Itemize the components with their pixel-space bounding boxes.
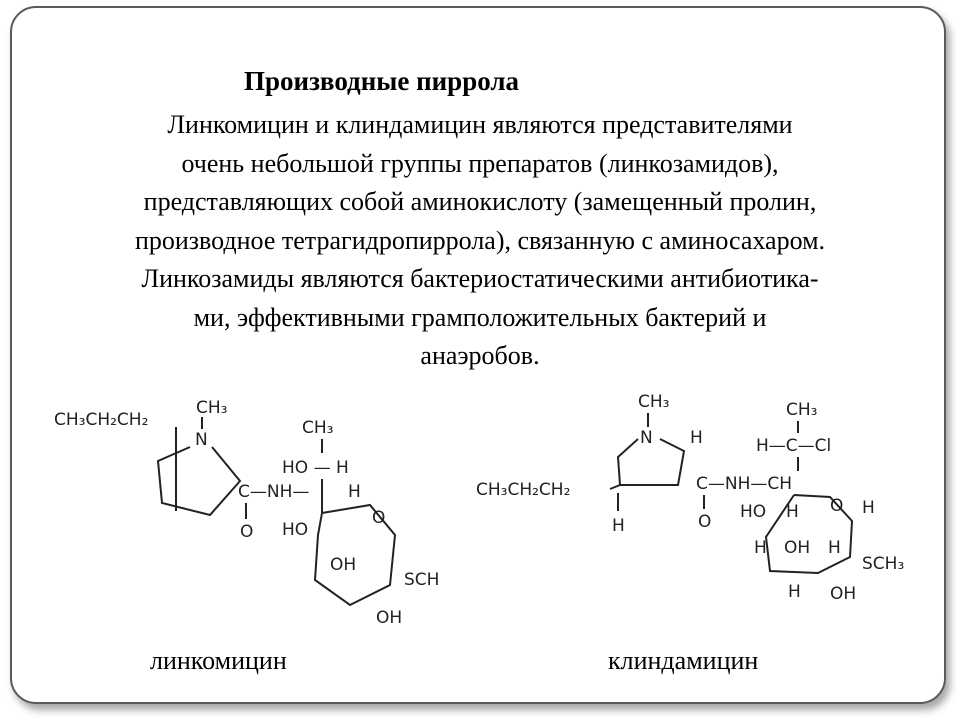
clindamycin-amide-label: C—NH—CH xyxy=(696,474,792,494)
clindamycin-o-carbonyl-label: O xyxy=(698,512,711,532)
lincomycin-propyl-label: CH₃CH₂CH₂ xyxy=(54,410,148,430)
lincomycin-diagram: CH₃CH₂CH₂ CH₃ N CH₃ HO — H C—NH— H O HO … xyxy=(54,398,439,628)
body-line: представляющих собой аминокислоту (замещ… xyxy=(143,187,817,216)
clindamycin-h-c-cl-label: H—C—Cl xyxy=(756,436,831,456)
body-line: Линкомицин и клиндамицин являются предст… xyxy=(167,110,793,139)
clindamycin-h-top-label: H xyxy=(690,428,703,448)
clindamycin-propyl-label: CH₃CH₂CH₂ xyxy=(476,480,570,500)
clindamycin-structure: CH₃ N H CH₃CH₂CH₂ H C—NH—CH O CH₃ H—C—Cl… xyxy=(470,385,930,625)
bond-line xyxy=(609,484,621,490)
clindamycin-caption: клиндамицин xyxy=(608,646,759,675)
slide-title: Производные пиррола xyxy=(244,66,520,96)
lincomycin-caption: линкомицин xyxy=(150,646,287,675)
clindamycin-h1-label: H xyxy=(786,502,799,522)
lincomycin-c-methyl-label: CH₃ xyxy=(302,418,333,438)
lincomycin-oh1-label: OH xyxy=(330,555,356,575)
clindamycin-n-methyl-label: CH₃ xyxy=(638,392,669,412)
slide-body: Линкомицин и клиндамицин являются предст… xyxy=(40,106,920,376)
clindamycin-oh2-label: OH xyxy=(830,584,856,604)
clindamycin-h3-label: H xyxy=(754,538,767,558)
lincomycin-o-ring-label: O xyxy=(372,508,385,528)
sugar-ring xyxy=(313,503,397,607)
lincomycin-structure: CH₃CH₂CH₂ CH₃ N CH₃ HO — H C—NH— H O HO … xyxy=(50,385,470,640)
clindamycin-h-bottom-label: H xyxy=(612,516,625,536)
pyrrolidine-ring xyxy=(156,446,242,517)
lincomycin-n-label: N xyxy=(195,430,208,450)
lincomycin-o-carbonyl-label: O xyxy=(240,522,253,542)
sugar-ring xyxy=(764,494,854,575)
lincomycin-sch-label: SCH xyxy=(404,570,439,590)
clindamycin-ho-label: HO xyxy=(740,502,766,522)
lincomycin-oh2-label: OH xyxy=(376,608,402,628)
pyrrolidine-ring xyxy=(616,438,686,486)
lincomycin-ho-label: HO xyxy=(282,520,308,540)
clindamycin-sch3-label: SCH₃ xyxy=(862,554,904,574)
body-line: ми, эффективными грамположительных бакте… xyxy=(193,302,767,332)
clindamycin-n-label: N xyxy=(640,428,653,448)
lincomycin-ho-h-label: HO — H xyxy=(282,458,349,478)
lincomycin-h-label: H xyxy=(348,482,361,502)
lincomycin-amide-label: C—NH— xyxy=(238,482,309,502)
body-line: Линкозамиды являются бактериостатическим… xyxy=(141,264,819,293)
clindamycin-h4-label: H xyxy=(828,538,841,558)
clindamycin-h2-label: H xyxy=(862,498,875,518)
slide-frame xyxy=(10,6,946,704)
clindamycin-c-methyl-label: CH₃ xyxy=(786,400,817,420)
body-line: производное тетрагидропиррола), связанну… xyxy=(134,225,826,255)
clindamycin-diagram: CH₃ N H CH₃CH₂CH₂ H C—NH—CH O CH₃ H—C—Cl… xyxy=(476,392,904,604)
clindamycin-o-ring-label: O xyxy=(830,496,843,516)
body-line: очень небольшой группы препаратов (линко… xyxy=(181,148,779,178)
lincomycin-n-methyl-label: CH₃ xyxy=(196,398,227,418)
clindamycin-h5-label: H xyxy=(788,582,801,602)
clindamycin-oh1-label: OH xyxy=(784,538,810,558)
body-line: анаэробов. xyxy=(420,341,540,370)
